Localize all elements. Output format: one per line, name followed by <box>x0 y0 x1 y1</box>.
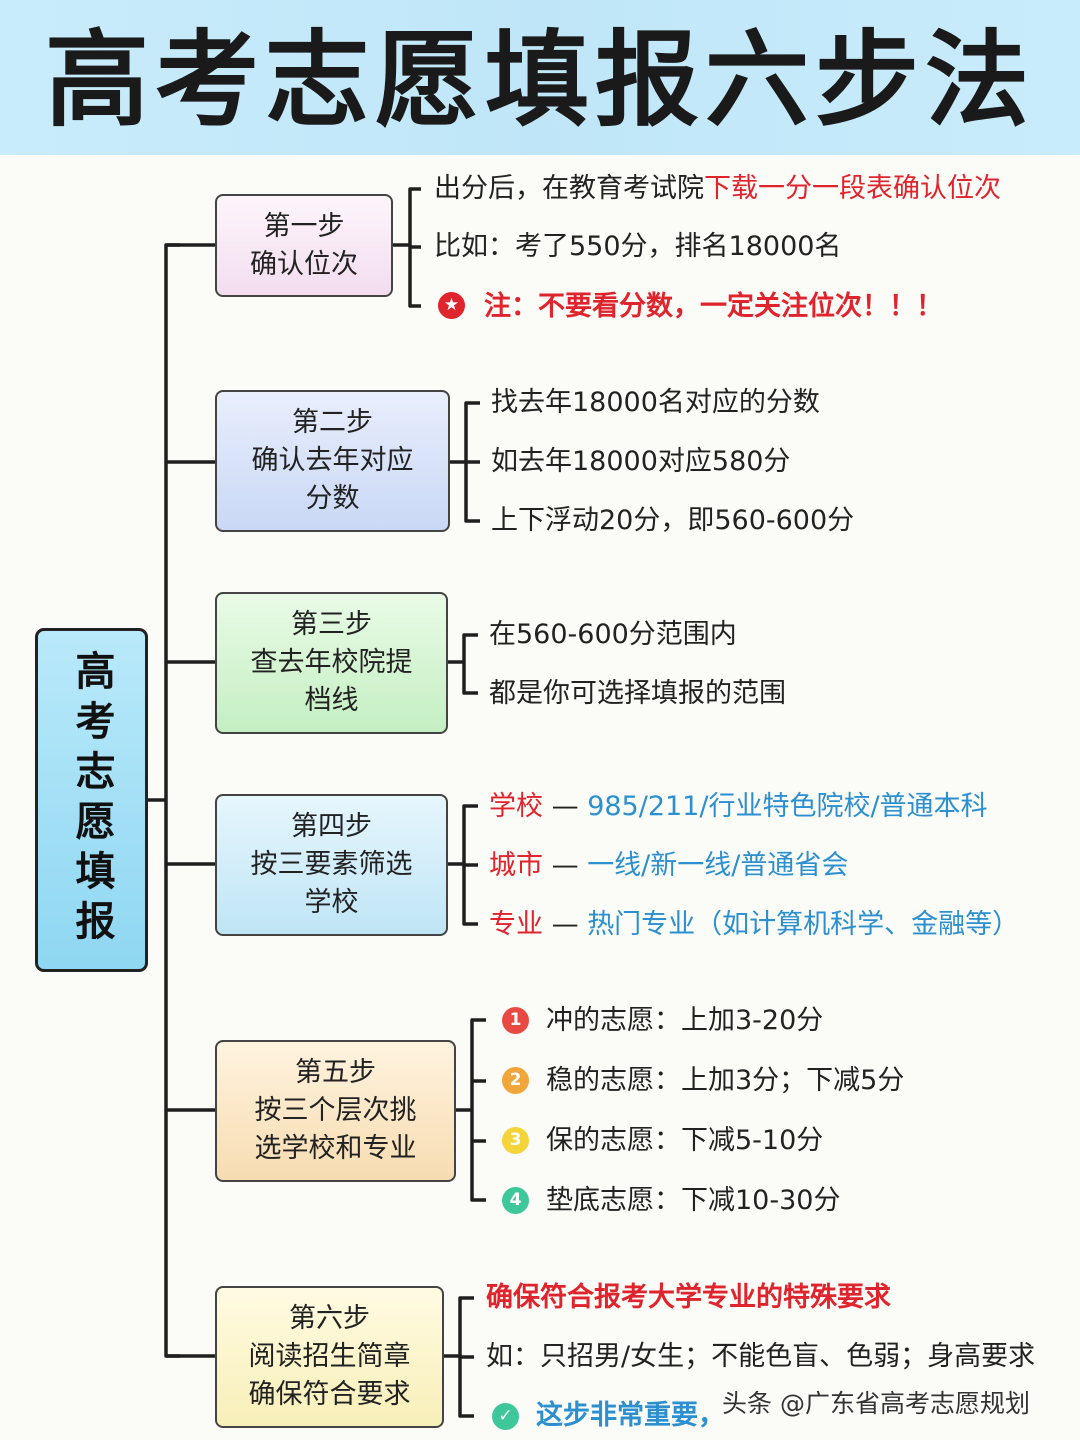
root-node: 高考志愿填报 <box>35 628 148 972</box>
step-5-item-3: 保的志愿：下减5-10分 <box>546 1125 824 1156</box>
criterion-key: 专业 <box>489 909 543 940</box>
step-4-name-line2: 学校 <box>304 887 359 918</box>
step-6-number: 第六步 <box>289 1303 370 1334</box>
step-3-item-2: 都是你可选择填报的范围 <box>489 678 786 709</box>
step-1-name: 确认位次 <box>250 248 358 280</box>
number-2-icon: 2 <box>502 1067 529 1094</box>
step-2-name-line1: 确认去年对应 <box>251 445 414 476</box>
step-5-item-1: 冲的志愿：上加3-20分 <box>546 1005 824 1036</box>
page-title: 高考志愿填报六步法 <box>44 19 1035 141</box>
step-1-box: 第一步 确认位次 <box>215 194 393 297</box>
step-6-name-line1: 阅读招生简章 <box>248 1341 411 1372</box>
criterion-value: 一线/新一线/普通省会 <box>587 850 849 881</box>
step-6-item-2: 如：只招男/女生；不能色盲、色弱；身高要求 <box>486 1341 1036 1372</box>
criterion-key: 学校 <box>489 791 543 822</box>
criterion-key: 城市 <box>489 850 543 881</box>
step-5-name-line2: 选学校和专业 <box>254 1133 417 1164</box>
criterion-dash: — <box>551 909 579 940</box>
step-1-number: 第一步 <box>263 210 345 242</box>
step-5-number: 第五步 <box>295 1057 376 1088</box>
step-3-name-line2: 档线 <box>304 685 359 716</box>
criterion-value: 热门专业（如计算机科学、金融等） <box>587 909 1020 940</box>
criterion-value: 985/211/行业特色院校/普通本科 <box>587 791 988 822</box>
step-1-item-1-highlight: 下载一分一段表确认位次 <box>704 173 1001 204</box>
step-2-number: 第二步 <box>292 407 373 438</box>
number-4-icon: 4 <box>502 1187 529 1214</box>
step-5-name-line1: 按三个层次挑 <box>254 1095 417 1126</box>
step-6-item-3: 这步非常重要， <box>536 1400 725 1431</box>
number-3-icon: 3 <box>502 1127 529 1154</box>
step-4-name-line1: 按三要素筛选 <box>250 849 413 880</box>
criterion-dash: — <box>551 850 579 881</box>
watermark: 头条 @广东省高考志愿规划 <box>722 1389 1030 1418</box>
step-3-box: 第三步 查去年校院提 档线 <box>215 592 448 734</box>
step-6-box: 第六步 阅读招生简章 确保符合要求 <box>215 1286 444 1428</box>
step-4-number: 第四步 <box>291 811 372 842</box>
step-5-item-2: 稳的志愿：上加3分；下减5分 <box>546 1065 905 1096</box>
step-6-name-line2: 确保符合要求 <box>248 1379 411 1410</box>
step-3-name-line1: 查去年校院提 <box>250 647 413 678</box>
step-1-item-2: 比如：考了550分，排名18000名 <box>434 231 842 262</box>
step-4-item-1: 学校 — 985/211/行业特色院校/普通本科 <box>489 789 988 825</box>
step-3-number: 第三步 <box>291 609 372 640</box>
number-1-icon: 1 <box>502 1007 529 1034</box>
step-2-name-line2: 分数 <box>305 483 360 514</box>
step-6-item-1: 确保符合报考大学专业的特殊要求 <box>486 1282 891 1313</box>
step-4-item-3: 专业 — 热门专业（如计算机科学、金融等） <box>489 907 1019 943</box>
step-2-box: 第二步 确认去年对应 分数 <box>215 390 450 532</box>
step-1-item-3: 注：不要看分数，一定关注位次！！！ <box>484 291 943 322</box>
step-4-box: 第四步 按三要素筛选 学校 <box>215 794 448 936</box>
step-1-item-1: 出分后，在教育考试院下载一分一段表确认位次 <box>434 171 1001 207</box>
star-circle-icon: ★ <box>438 292 465 319</box>
step-1-item-1-text: 出分后，在教育考试院 <box>434 173 704 204</box>
step-5-item-4: 垫底志愿：下减10-30分 <box>546 1185 841 1216</box>
step-2-item-3: 上下浮动20分，即560-600分 <box>491 505 855 536</box>
check-circle-icon: ✓ <box>492 1403 519 1430</box>
criterion-dash: — <box>551 791 579 822</box>
root-label: 高考志愿填报 <box>68 650 115 950</box>
step-2-item-2: 如去年18000对应580分 <box>491 446 791 477</box>
header-banner: 高考志愿填报六步法 <box>0 0 1080 155</box>
step-5-box: 第五步 按三个层次挑 选学校和专业 <box>215 1040 456 1182</box>
step-3-item-1: 在560-600分范围内 <box>489 619 737 650</box>
step-2-item-1: 找去年18000名对应的分数 <box>491 387 820 418</box>
step-4-item-2: 城市 — 一线/新一线/普通省会 <box>489 848 848 884</box>
